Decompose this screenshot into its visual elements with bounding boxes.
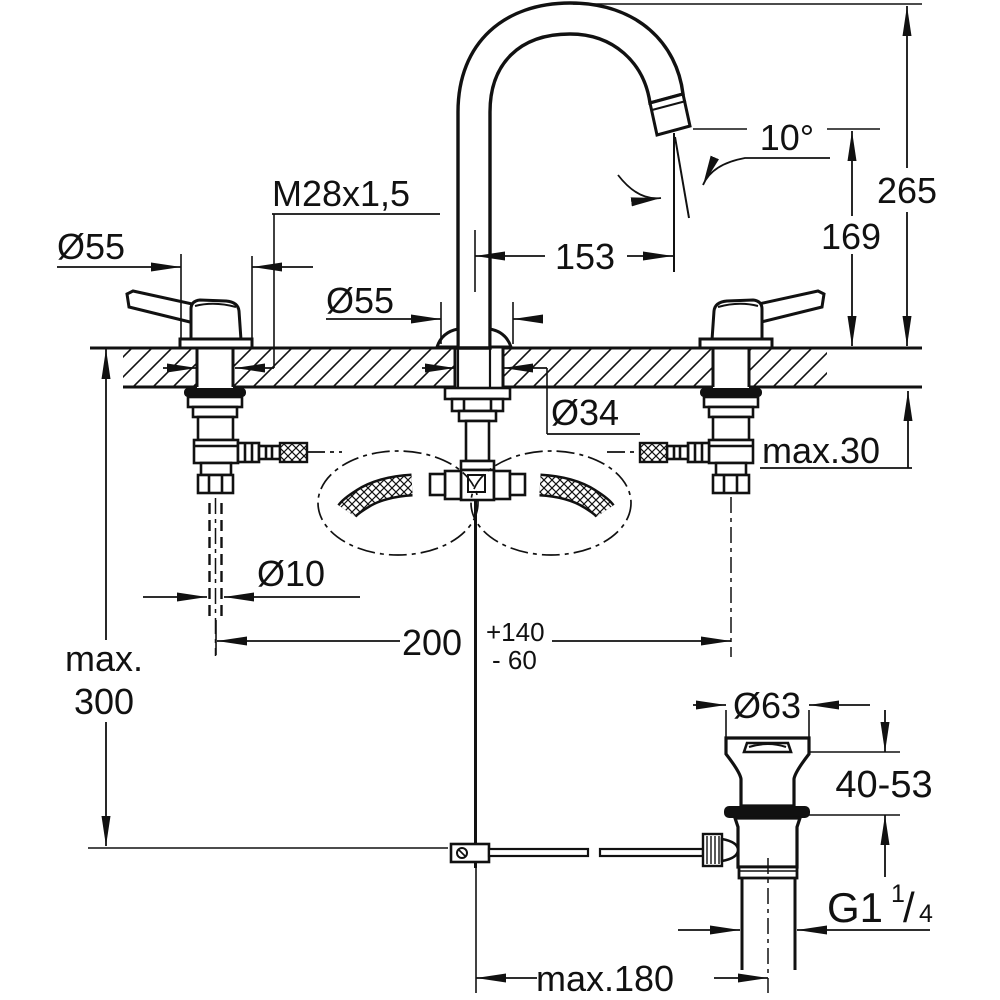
right-handle-lever (752, 289, 826, 325)
right-hose-braid (638, 441, 669, 464)
left-valve-body (184, 388, 309, 495)
right-handle (698, 289, 826, 350)
label-dia-waste-flange: Ø63 (733, 685, 801, 726)
label-depth-max-value: 300 (74, 681, 134, 722)
label-clamping-range: 40-53 (835, 764, 932, 806)
label-waste-thread-sup: 1 (891, 880, 905, 908)
label-depth-max-word: max. (65, 638, 143, 679)
label-height-outlet: 169 (821, 216, 881, 257)
label-waste-thread-sub: 4 (919, 900, 933, 928)
faucet-spout (434, 1, 692, 350)
flexible-hose-left (339, 476, 413, 517)
label-spout-reach: 153 (555, 236, 615, 277)
spout-aerator (648, 92, 692, 137)
label-spacing-plus: +140 (486, 617, 545, 647)
popup-rod (449, 500, 705, 868)
label-spout-angle: 10° (760, 117, 814, 158)
center-spout-shank (428, 386, 527, 502)
label-dia-handle-center: Ø55 (326, 280, 394, 321)
label-height-total: 265 (877, 170, 937, 211)
label-spacing-value: 200 (402, 622, 462, 663)
drain-assembly (701, 736, 811, 993)
left-escutcheon (178, 337, 254, 350)
label-waste-thread-slash: / (903, 884, 915, 931)
right-escutcheon (698, 337, 774, 350)
left-hose-braid (278, 441, 309, 464)
countertop (90, 345, 922, 390)
water-stream-line (674, 136, 690, 219)
left-handle-dome (189, 298, 243, 342)
label-waste-thread-main: G1 (827, 884, 883, 931)
label-waste-offset: max.180 (536, 958, 674, 999)
label-thread-spout-base: M28x1,5 (272, 173, 410, 214)
label-spacing-minus: - 60 (492, 645, 537, 675)
left-handle (125, 289, 254, 350)
label-dia-rod: Ø10 (257, 553, 325, 594)
right-handle-dome (710, 298, 764, 342)
dimension-lines (57, 3, 930, 993)
label-dia-center-hole: Ø34 (551, 392, 619, 433)
drain-gasket (724, 806, 810, 818)
flexible-hoses (337, 473, 615, 518)
dimension-labels: 10° 265 169 M28x1,5 153 Ø55 Ø55 Ø34 max.… (57, 117, 937, 999)
label-dia-handle-left: Ø55 (57, 226, 125, 267)
right-valve-body (638, 388, 762, 495)
flexible-hose-right (539, 476, 613, 517)
hose-routing-loops (307, 450, 640, 556)
label-deck-thickness: max.30 (762, 430, 880, 471)
left-handle-lever (125, 289, 199, 325)
